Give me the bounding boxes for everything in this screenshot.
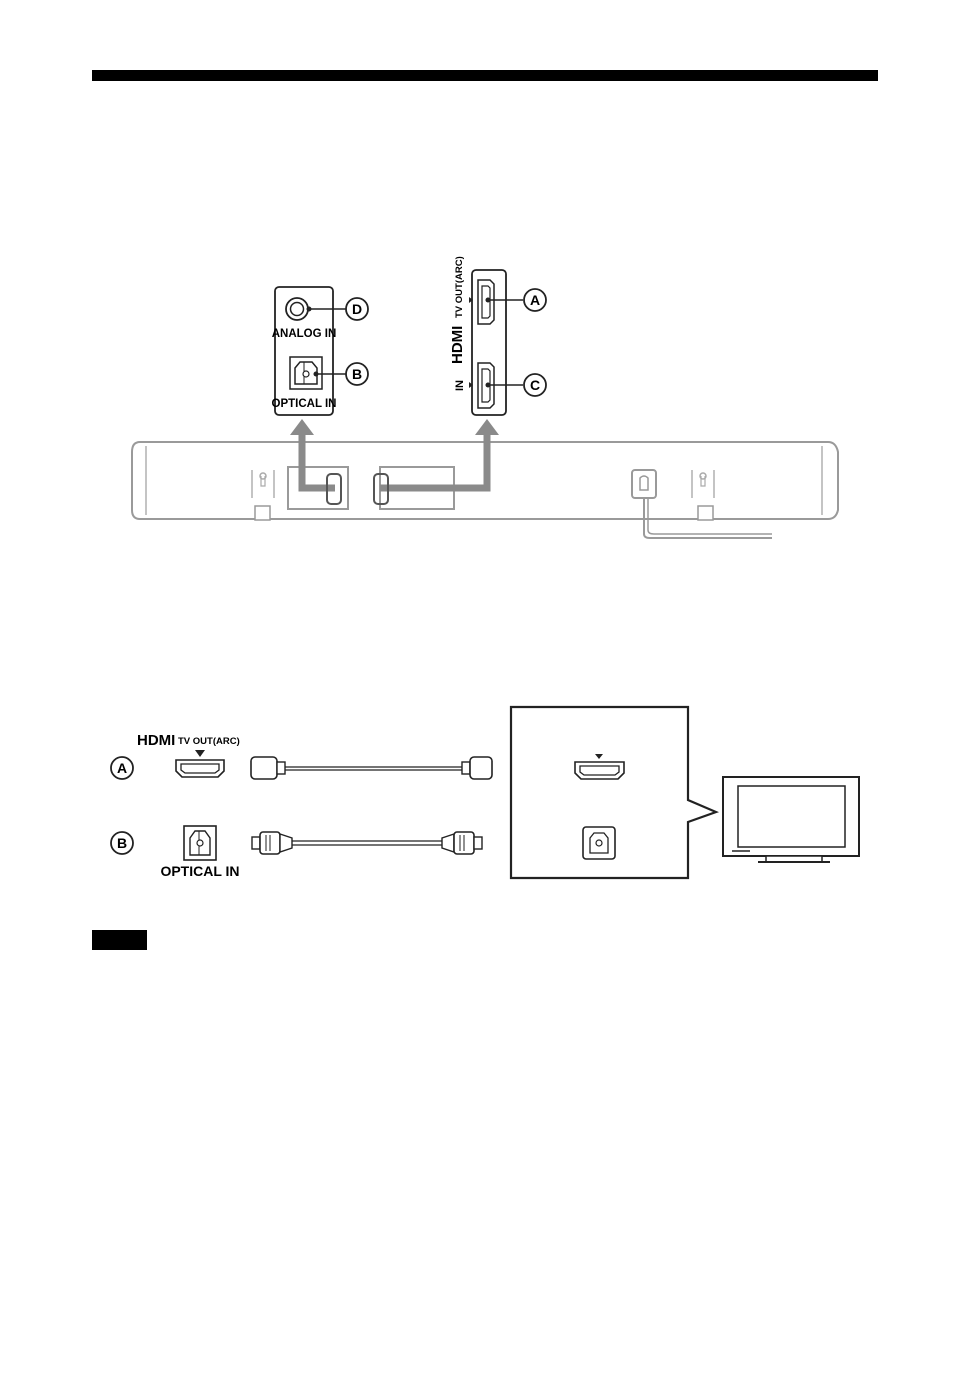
optical-cable — [252, 832, 482, 854]
hdmi-panel-tv-out-label: TV OUT(ARC) — [454, 256, 465, 318]
hdmi-panel-brand: HDMI — [449, 326, 466, 364]
svg-text:D: D — [352, 301, 362, 317]
analog-optical-panel: ANALOG IN OPTICAL IN D B — [272, 287, 368, 415]
analog-in-label: ANALOG IN — [272, 328, 337, 340]
row-a-marker: A — [111, 757, 133, 779]
cable-section: HDMI TV OUT(ARC) A B OPTICAL IN — [111, 707, 859, 879]
tv-out-arc-label: TV OUT(ARC) — [178, 736, 240, 747]
analog-in-jack — [286, 298, 308, 320]
tv-port-callout — [511, 707, 716, 878]
optical-in-label: OPTICAL IN — [272, 398, 337, 410]
callout-a-panel: A — [524, 289, 546, 311]
note-badge — [92, 930, 147, 950]
hdmi-brand-label: HDMI — [137, 732, 175, 749]
svg-text:C: C — [530, 377, 540, 393]
tv-optical-port-icon — [583, 827, 615, 859]
row-b-marker: B — [111, 832, 133, 854]
callout-c: C — [524, 374, 546, 396]
svg-text:B: B — [352, 366, 362, 382]
hdmi-panel: HDMI TV OUT(ARC) IN A C — [449, 256, 546, 415]
svg-text:A: A — [530, 292, 540, 308]
callout-b-panel: B — [346, 363, 368, 385]
optical-in-text: OPTICAL IN — [160, 863, 239, 879]
svg-text:B: B — [117, 835, 127, 851]
optical-in-port-icon — [184, 826, 216, 860]
tv-illustration — [723, 777, 859, 862]
callout-d: D — [346, 298, 368, 320]
svg-text:A: A — [117, 760, 127, 776]
hdmi-cable — [251, 757, 492, 779]
hdmi-port-icon — [176, 760, 224, 777]
hdmi-panel-in-label: IN — [454, 380, 466, 391]
